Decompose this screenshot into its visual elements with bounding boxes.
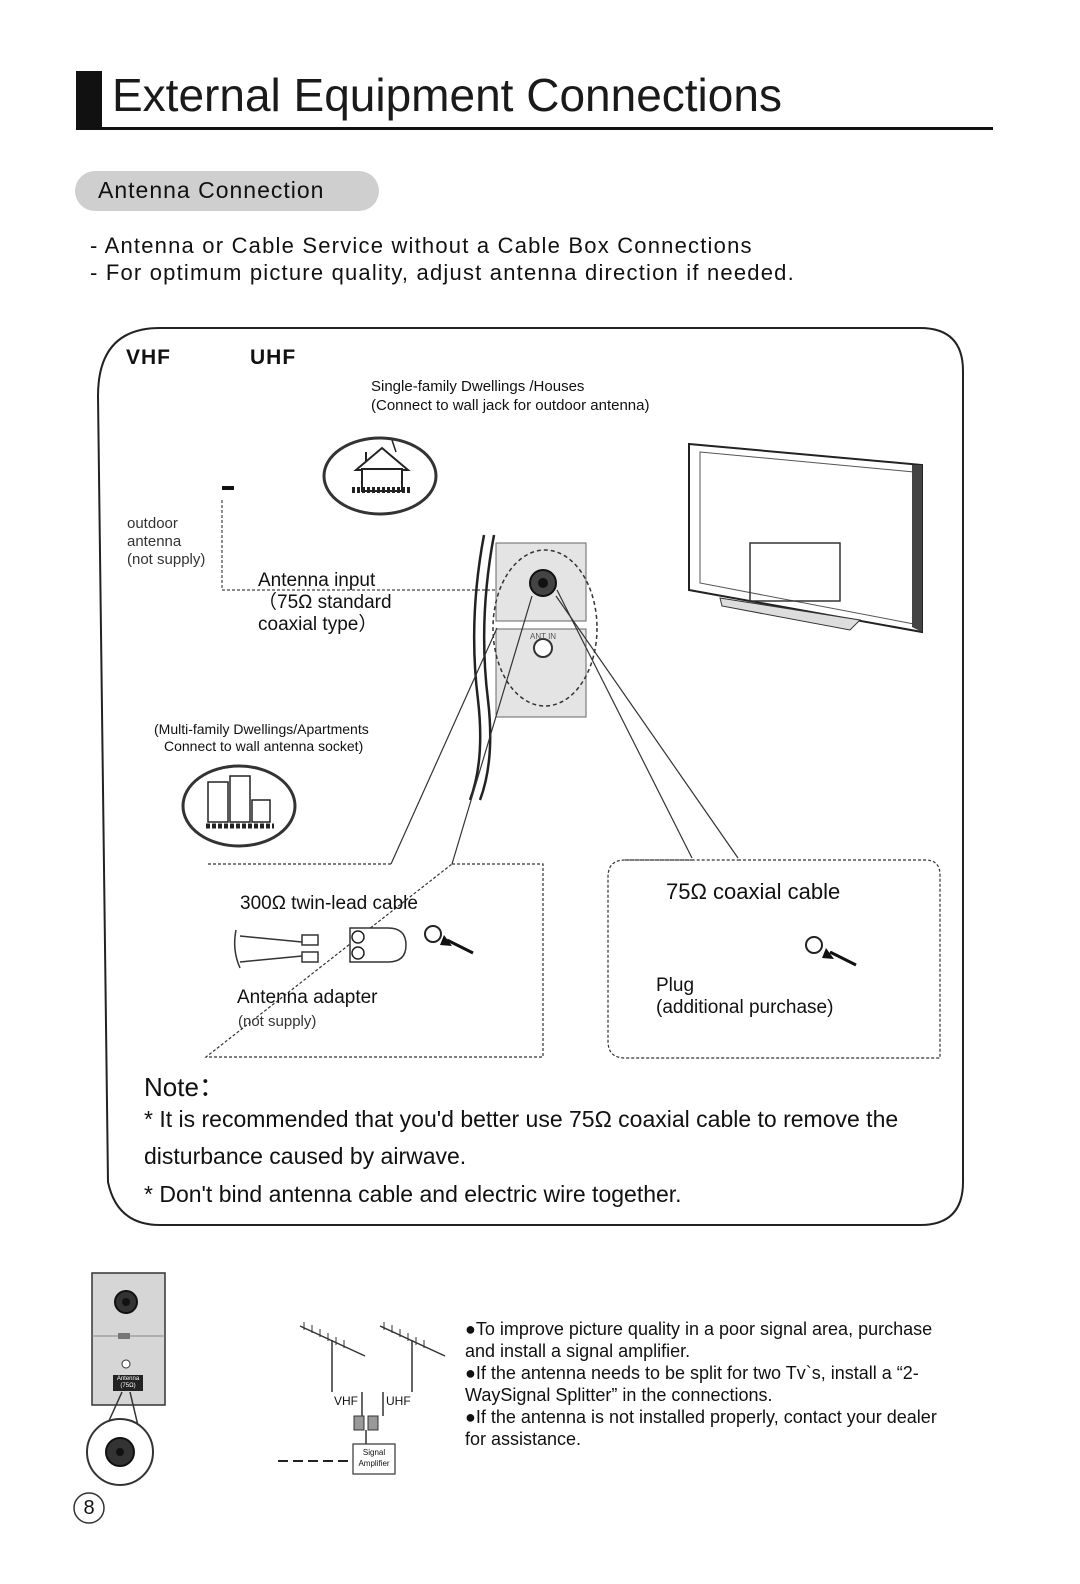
antenna-input-spec: （75Ω standard (258, 592, 392, 613)
tip-line-1: ●To improve picture quality in a poor si… (465, 1319, 933, 1339)
intro-line-2: - For optimum picture quality, adjust an… (90, 260, 795, 285)
twin-lead-label: 300Ω twin-lead cable (240, 893, 418, 914)
note-line-3: * Don't bind antenna cable and electric … (144, 1181, 682, 1207)
page-number: 8 (83, 1497, 95, 1519)
title-rule (76, 127, 993, 130)
multi-family-note: Connect to wall antenna socket) (164, 738, 364, 754)
tip-line-4: WaySignal Splitter” in the connections. (465, 1385, 773, 1405)
apartment-icon (181, 764, 297, 848)
note-line-1: * It is recommended that you'd better us… (144, 1106, 899, 1132)
section-pill (75, 171, 379, 211)
title-marker (76, 71, 102, 128)
uhf-label: UHF (250, 346, 297, 369)
section-title: Antenna Connection (98, 177, 325, 203)
bottom-uhf-label: UHF (386, 1394, 411, 1408)
antenna-mark (222, 486, 234, 490)
antenna-input-label: Antenna input (258, 570, 376, 591)
note-line-2: disturbance caused by airwave. (144, 1143, 467, 1169)
bottom-vhf-label: VHF (334, 1394, 358, 1408)
intro-line-1: - Antenna or Cable Service without a Cab… (90, 233, 753, 258)
coaxial-label: 75Ω coaxial cable (666, 879, 841, 904)
panel-label: Antenna (75Ω) (116, 1376, 140, 1389)
single-family-title: Single-family Dwellings /Houses (371, 378, 585, 395)
plug-note: (additional purchase) (656, 997, 834, 1018)
signal-amplifier-label: Signal Amplifier (358, 1448, 390, 1468)
house-icon (322, 436, 438, 516)
note-title: Note： (144, 1072, 225, 1102)
outdoor-antenna-line2: antenna (127, 533, 182, 550)
vhf-uhf-antenna-icon (278, 1322, 446, 1475)
single-family-note: (Connect to wall jack for outdoor antenn… (371, 397, 650, 414)
antenna-input-type: coaxial type） (258, 614, 378, 635)
tip-line-3: ●If the antenna needs to be split for tw… (465, 1363, 919, 1383)
multi-family-title: (Multi-family Dwellings/Apartments (154, 721, 369, 737)
tv-back-icon (688, 442, 923, 634)
ant-in-label: ANT IN (530, 632, 557, 641)
outdoor-antenna-line1: outdoor (127, 515, 178, 532)
tip-line-2: and install a signal amplifier. (465, 1341, 691, 1361)
vhf-label: VHF (126, 346, 171, 369)
outdoor-antenna-line3: (not supply) (127, 551, 206, 568)
antenna-adapter-label: Antenna adapter (237, 987, 378, 1008)
plug-label: Plug (656, 975, 695, 996)
tip-line-5: ●If the antenna is not installed properl… (465, 1407, 937, 1427)
adapter-not-supply: (not supply) (238, 1013, 317, 1030)
tip-line-6: for assistance. (465, 1429, 582, 1449)
page-title: External Equipment Connections (112, 69, 782, 121)
